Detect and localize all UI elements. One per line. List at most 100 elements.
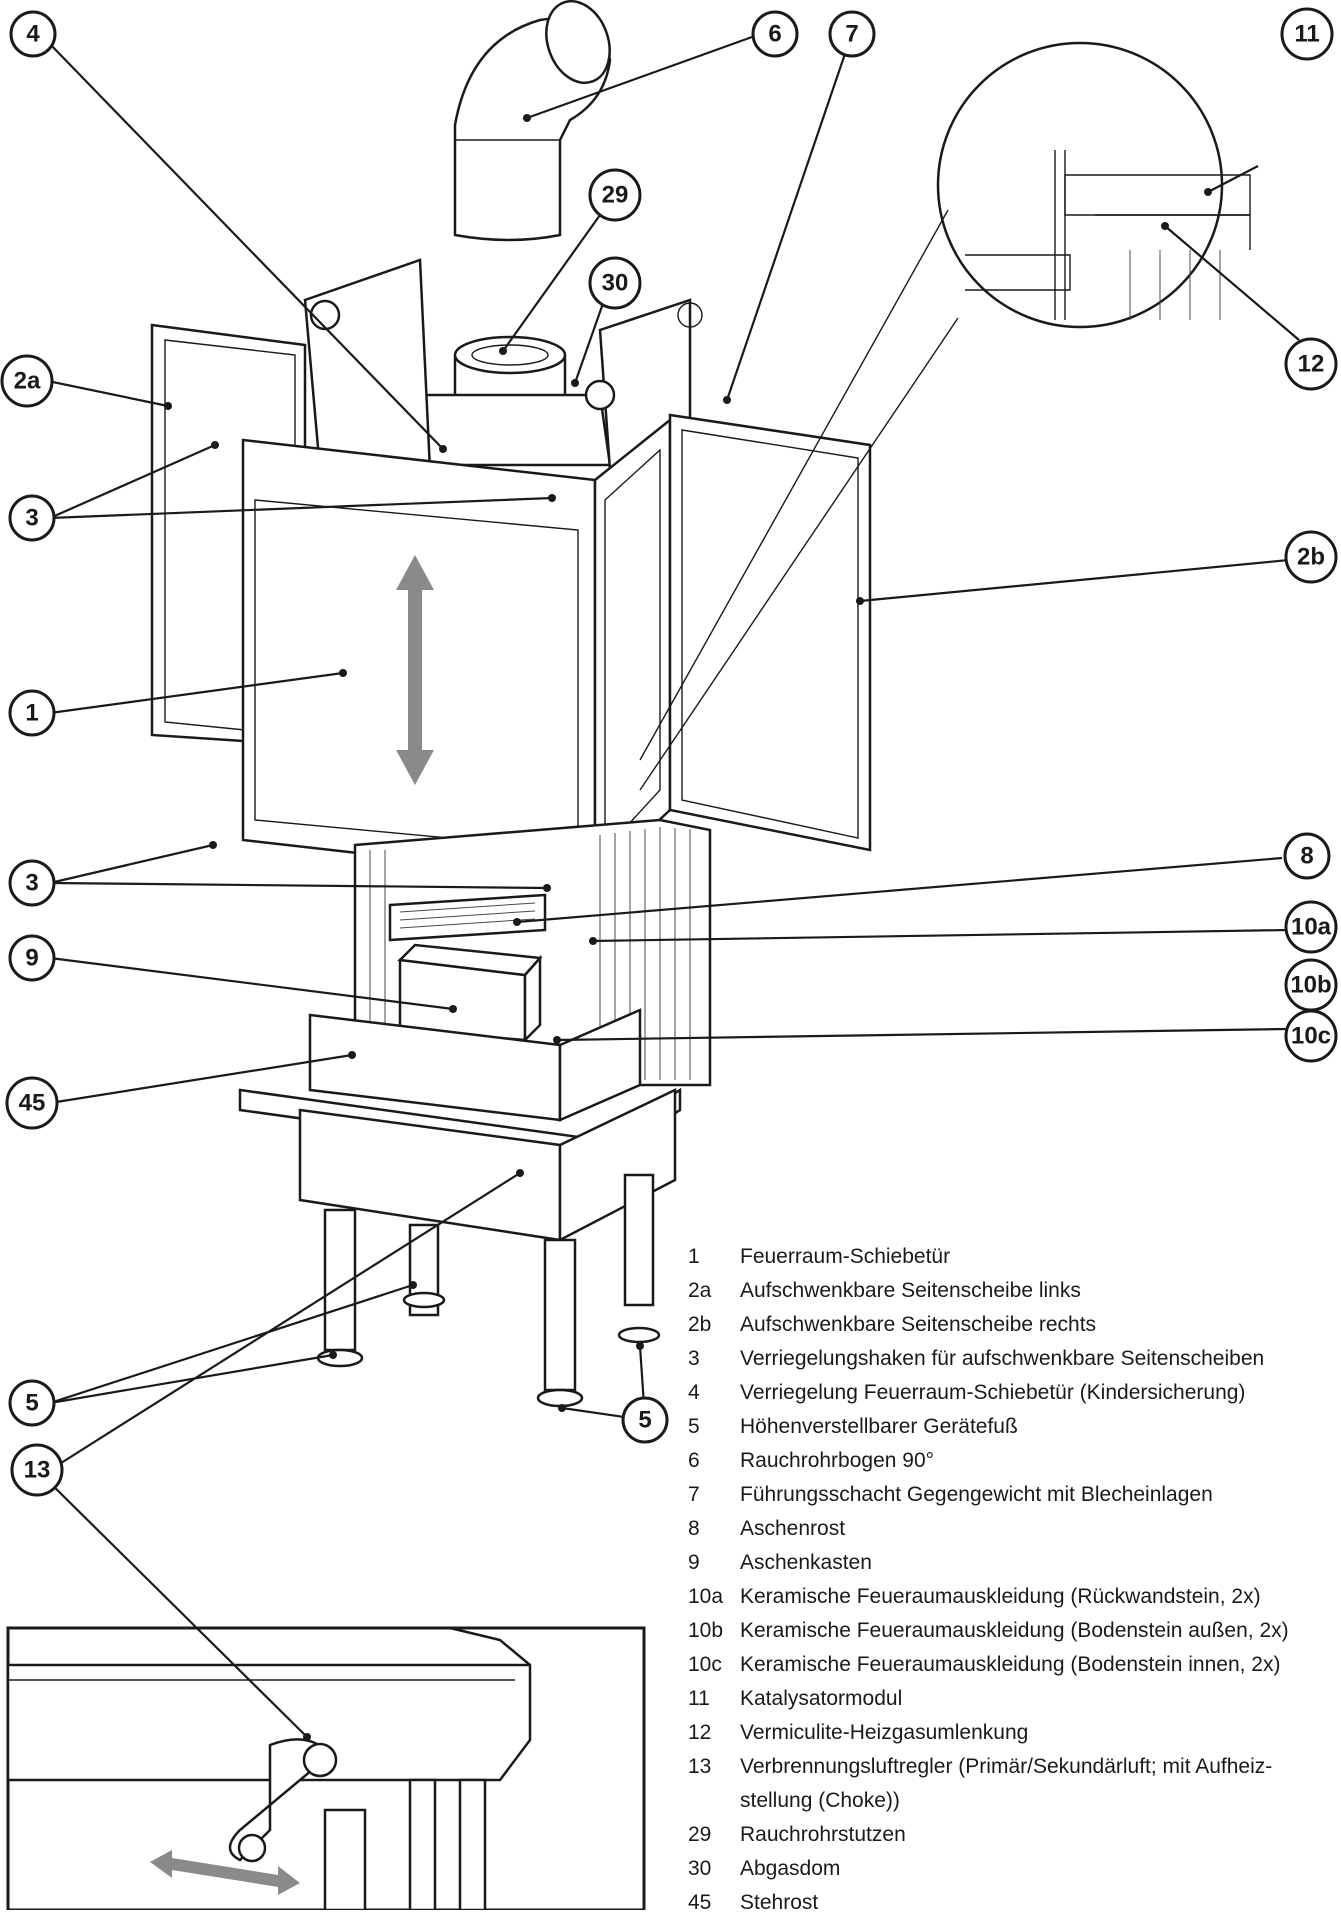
callout-6: 6 xyxy=(751,10,799,58)
callout-12: 12 xyxy=(1284,337,1338,391)
legend-item: 5 Höhenverstellbarer Gerätefuß xyxy=(688,1410,1328,1444)
legend-item: 10b Keramische Feueraumauskleidung (Boden… xyxy=(688,1614,1328,1648)
legend-item-number: 6 xyxy=(688,1449,700,1472)
detail-projection-line-upper xyxy=(639,209,949,761)
legend-item-number: 2b xyxy=(688,1313,712,1336)
svg-text:10b: 10b xyxy=(1290,972,1331,999)
legend-item-text: Aschenrost xyxy=(740,1517,846,1540)
legend-item-text: Feuerraum-Schiebetür xyxy=(740,1245,951,1268)
legend-item-text: Keramische Feueraumauskleidung (Bodenste… xyxy=(740,1653,1281,1676)
flue-elbow xyxy=(453,0,612,242)
legend-item: 4 Verriegelung Feuerraum-Schiebetür (Kind… xyxy=(688,1376,1328,1410)
leader-lines xyxy=(36,35,1300,1741)
legend-item-number: 4 xyxy=(688,1381,700,1404)
legend-item-number: 13 xyxy=(688,1755,712,1778)
legend-item-text: Aufschwenkbare Seitenscheibe rechts xyxy=(740,1313,1097,1336)
legend-item: 6 Rauchrohrbogen 90° xyxy=(688,1444,1328,1478)
svg-text:7: 7 xyxy=(845,21,858,48)
legend-item-text: Abgasdom xyxy=(740,1857,841,1880)
legend-item-text: Keramische Feueraumauskleidung (Rückwand… xyxy=(740,1585,1261,1608)
callout-29: 29 xyxy=(588,168,642,222)
legend-item: 8 Aschenrost xyxy=(688,1512,1328,1546)
callout-3-lower: 3 xyxy=(8,859,56,907)
legend-item-number: 1 xyxy=(688,1245,700,1268)
legend-item-number: 12 xyxy=(688,1721,712,1744)
detail-circle-catalyst xyxy=(936,41,1251,329)
callout-5-left: 5 xyxy=(8,1379,56,1427)
right-side-glass xyxy=(668,413,872,852)
svg-text:10a: 10a xyxy=(1291,914,1332,941)
svg-text:10c: 10c xyxy=(1291,1023,1331,1050)
svg-text:11: 11 xyxy=(1294,21,1319,48)
callout-30: 30 xyxy=(588,256,642,310)
legend-item-number: 45 xyxy=(688,1891,712,1914)
ash-grate xyxy=(388,893,547,942)
callout-4: 4 xyxy=(9,10,57,58)
svg-text:29: 29 xyxy=(602,182,629,209)
legend-item: 2b Aufschwenkbare Seitenscheibe rechts xyxy=(688,1308,1328,1342)
legend-item-number: 30 xyxy=(688,1857,712,1880)
callout-1: 1 xyxy=(8,689,56,737)
svg-text:3: 3 xyxy=(25,505,38,532)
legend-item-number: 7 xyxy=(688,1483,700,1506)
legend-item-number: 29 xyxy=(688,1823,712,1846)
legend-item-text: Höhenverstellbarer Gerätefuß xyxy=(740,1415,1018,1438)
legend-item: 11 Katalysatormodul xyxy=(688,1682,1328,1716)
legend-item-number: 9 xyxy=(688,1551,700,1574)
callout-2b: 2b xyxy=(1284,530,1338,584)
svg-text:5: 5 xyxy=(638,1407,651,1434)
legend-item: 2a Aufschwenkbare Seitenscheibe links xyxy=(688,1274,1328,1308)
callout-9: 9 xyxy=(8,934,56,982)
svg-text:5: 5 xyxy=(25,1390,38,1417)
callout-8: 8 xyxy=(1283,832,1331,880)
detail-inset-air-regulator xyxy=(6,1626,646,1910)
legend-item-number: 11 xyxy=(688,1687,710,1710)
legend-item-text: Verriegelungshaken für aufschwenkbare Se… xyxy=(740,1347,1265,1370)
callout-10a: 10a xyxy=(1284,900,1338,954)
svg-text:45: 45 xyxy=(19,1090,46,1117)
adjustable-feet xyxy=(316,1173,661,1408)
callout-10c: 10c xyxy=(1284,1009,1338,1063)
legend-item: 1 Feuerraum-Schiebetür xyxy=(688,1240,1328,1274)
svg-text:8: 8 xyxy=(1300,843,1313,870)
legend-item-text: Keramische Feueraumauskleidung (Bodenste… xyxy=(740,1619,1289,1642)
legend-item-text: Verbrennungsluftregler (Primär/Sekundärl… xyxy=(740,1755,1273,1812)
legend-item-text: Katalysatormodul xyxy=(740,1687,903,1710)
legend-item-number: 10c xyxy=(688,1653,722,1676)
callout-10b: 10b xyxy=(1284,958,1338,1012)
callout-5-right: 5 xyxy=(621,1396,669,1444)
legend-item-text: Vermiculite-Heizgasumlenkung xyxy=(740,1721,1029,1744)
right-side-body xyxy=(593,417,672,883)
svg-text:13: 13 xyxy=(24,1457,51,1484)
legend-item: 10c Keramische Feueraumauskleidung (Boden… xyxy=(688,1648,1328,1682)
legend-item-number: 5 xyxy=(688,1415,700,1438)
svg-text:3: 3 xyxy=(25,870,38,897)
legend-item-text: Verriegelung Feuerraum-Schiebetür (Kinde… xyxy=(740,1381,1246,1404)
svg-text:12: 12 xyxy=(1298,351,1325,378)
svg-text:6: 6 xyxy=(768,21,781,48)
legend-item-text: Aschenkasten xyxy=(740,1551,872,1574)
legend-item: 30 Abgasdom xyxy=(688,1852,1328,1886)
callout-7: 7 xyxy=(828,10,876,58)
legend-item: 12 Vermiculite-Heizgasumlenkung xyxy=(688,1716,1328,1750)
callout-2a: 2a xyxy=(0,354,54,408)
front-sliding-door xyxy=(241,438,597,882)
legend-item-text: Rauchrohrbogen 90° xyxy=(740,1449,935,1472)
legend-item-number: 10b xyxy=(688,1619,724,1642)
callout-45: 45 xyxy=(5,1076,59,1130)
callout-11: 11 xyxy=(1280,7,1334,61)
ash-box xyxy=(397,943,543,1044)
legend-item-number: 8 xyxy=(688,1517,700,1540)
legend-item: 9 Aschenkasten xyxy=(688,1546,1328,1580)
svg-text:2a: 2a xyxy=(14,368,41,395)
svg-text:4: 4 xyxy=(26,21,40,48)
callout-13: 13 xyxy=(10,1443,64,1497)
legend-item-number: 2a xyxy=(688,1279,712,1302)
legend-item-text: Aufschwenkbare Seitenscheibe links xyxy=(740,1279,1081,1302)
